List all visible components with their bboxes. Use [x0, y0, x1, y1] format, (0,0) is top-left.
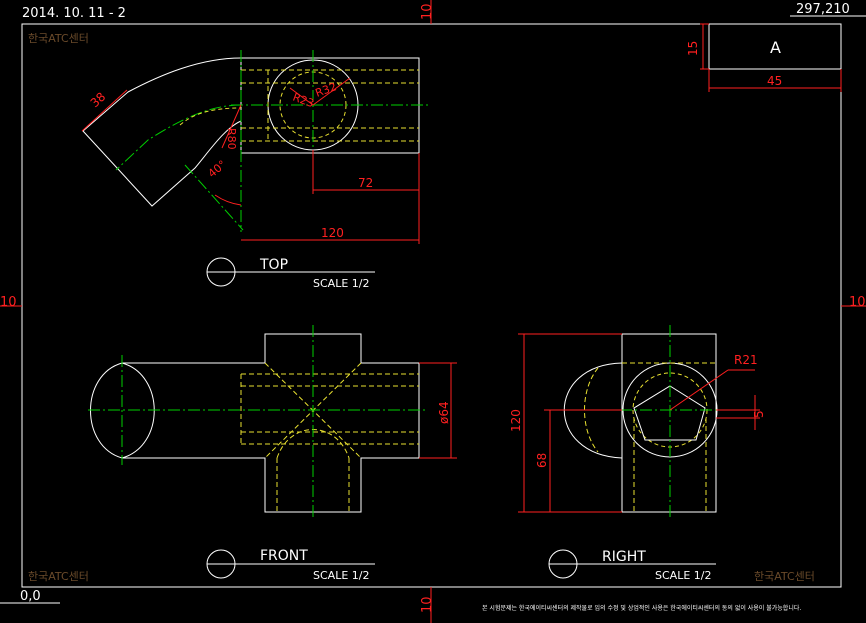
dim-right-r21: R21: [734, 353, 758, 367]
margin-bottom-label: 10: [420, 596, 435, 613]
title-height-dim: [700, 23, 709, 70]
dim-top-40deg: 40°: [206, 158, 229, 180]
origin-label: 0,0: [20, 589, 41, 604]
top-view: 38 R23 R32 R80 40° 72 120: [81, 50, 428, 244]
watermark-top-left: 한국ATC센터: [28, 32, 89, 45]
watermark-bottom-right: 한국ATC센터: [754, 570, 815, 583]
right-view-label: RIGHT SCALE 1/2: [548, 549, 716, 582]
dim-top-r23: R23: [291, 91, 316, 111]
front-outline: [122, 333, 420, 513]
title-block-label: A: [770, 38, 781, 57]
right-view: R21 5 120 68: [509, 325, 766, 520]
dim-top-120: 120: [321, 226, 344, 240]
top-view-scale: SCALE 1/2: [313, 277, 369, 290]
sheet-size: 297,210: [796, 2, 850, 17]
drawing-border: [21, 23, 842, 588]
right-view-scale: SCALE 1/2: [655, 569, 711, 582]
margin-left-label: 10: [0, 295, 17, 310]
dim-front-phi64: ø64: [437, 401, 451, 424]
sheet-date: 2014. 10. 11 - 2: [22, 6, 126, 21]
dim-top-72: 72: [358, 176, 373, 190]
footer-notice: 본 시험문제는 한국에이티씨센터의 제작물로 임의 수정 및 상업적인 사용은 …: [482, 604, 801, 612]
title-height-text: 15: [686, 41, 700, 56]
right-view-title: RIGHT: [602, 549, 646, 565]
front-view-label: FRONT SCALE 1/2: [206, 548, 375, 582]
dim-top-38: 38: [88, 90, 109, 111]
margin-right-label: 10: [849, 295, 866, 310]
title-block: [708, 23, 842, 70]
top-view-title: TOP: [259, 257, 288, 273]
front-view-title: FRONT: [260, 548, 308, 564]
title-width-dim: [708, 69, 842, 92]
dim-right-68: 68: [535, 453, 549, 468]
front-view: ø64: [88, 325, 457, 520]
dim-right-5: 5: [752, 410, 766, 418]
watermark-bottom-left: 한국ATC센터: [28, 570, 89, 583]
top-elbow-outline: [82, 57, 242, 207]
title-width-text: 45: [767, 74, 782, 88]
dim-top-r80: R80: [225, 128, 238, 150]
top-view-label: TOP SCALE 1/2: [206, 257, 375, 290]
margin-top-label: 10: [420, 3, 435, 20]
right-outline-upper: [621, 333, 717, 513]
front-view-scale: SCALE 1/2: [313, 569, 369, 582]
dim-right-120: 120: [509, 409, 523, 432]
